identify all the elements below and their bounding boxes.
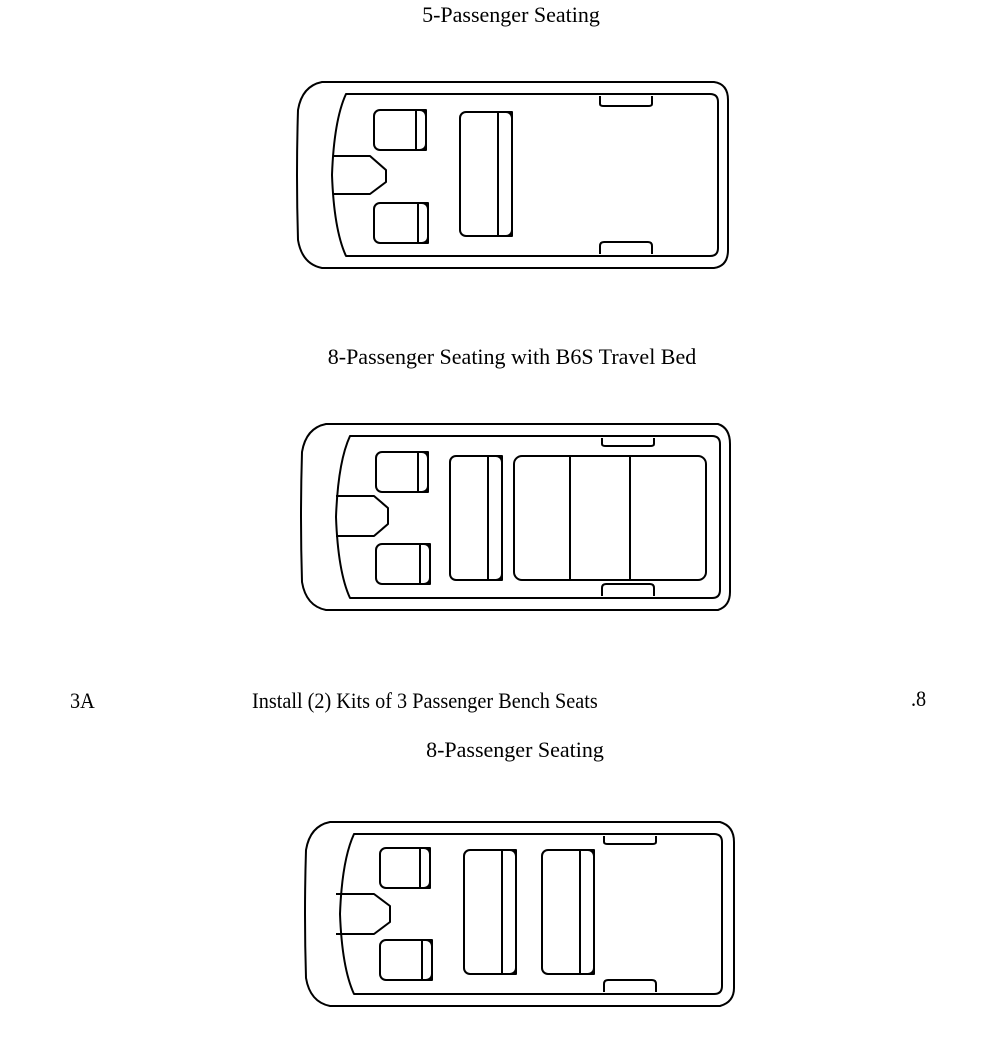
wheel-well-bottom bbox=[603, 979, 657, 992]
bench-seat bbox=[449, 455, 503, 581]
center-console bbox=[336, 893, 391, 935]
travel-bed bbox=[513, 455, 707, 581]
van-outer-body bbox=[304, 821, 735, 1007]
van-diagram-eight-passenger-travel-bed bbox=[300, 423, 731, 611]
front-seat-top bbox=[379, 847, 431, 889]
wheel-well-bottom bbox=[599, 241, 653, 254]
van-inner-cabin bbox=[331, 93, 719, 257]
van-outer-body bbox=[296, 81, 729, 269]
van-inner-cabin bbox=[335, 435, 721, 599]
option-description: Install (2) Kits of 3 Passenger Bench Se… bbox=[252, 688, 598, 713]
caption-eight-passenger-travel-bed: 8-Passenger Seating with B6S Travel Bed bbox=[327, 344, 697, 369]
front-seat-top bbox=[373, 109, 427, 151]
front-seat-bottom bbox=[379, 939, 433, 981]
wheel-well-top bbox=[603, 836, 657, 845]
front-seat-bottom bbox=[373, 202, 429, 244]
option-code: 3A bbox=[70, 688, 95, 713]
front-seat-bottom bbox=[375, 543, 431, 585]
front-seat-top-back bbox=[417, 451, 429, 493]
bench-seat-back bbox=[487, 455, 503, 581]
caption-five-passenger: 5-Passenger Seating bbox=[422, 2, 600, 27]
front-seat-bottom-back bbox=[421, 939, 433, 981]
bench-seat bbox=[459, 111, 513, 237]
van-diagram-five-passenger bbox=[296, 81, 729, 269]
van-outer-body bbox=[300, 423, 731, 611]
caption-eight-passenger: 8-Passenger Seating bbox=[426, 737, 604, 762]
van-inner-cabin bbox=[339, 833, 723, 995]
bench-seat-1-back bbox=[501, 849, 517, 975]
wheel-well-top bbox=[601, 438, 655, 447]
option-value: .8 bbox=[911, 686, 927, 711]
front-seat-top bbox=[375, 451, 429, 493]
front-seat-bottom-back bbox=[419, 543, 431, 585]
bench-seat-2-back bbox=[579, 849, 595, 975]
bench-seat-1 bbox=[463, 849, 517, 975]
bench-seat-2 bbox=[541, 849, 595, 975]
center-console bbox=[336, 495, 389, 537]
bench-seat-back bbox=[497, 111, 513, 237]
van-diagram-eight-passenger bbox=[304, 821, 735, 1007]
front-seat-top-back bbox=[419, 847, 431, 889]
front-seat-bottom-back bbox=[417, 202, 429, 244]
wheel-well-bottom bbox=[601, 583, 655, 596]
center-console bbox=[334, 155, 387, 195]
front-seat-top-back bbox=[415, 109, 427, 151]
wheel-well-top bbox=[599, 96, 653, 107]
